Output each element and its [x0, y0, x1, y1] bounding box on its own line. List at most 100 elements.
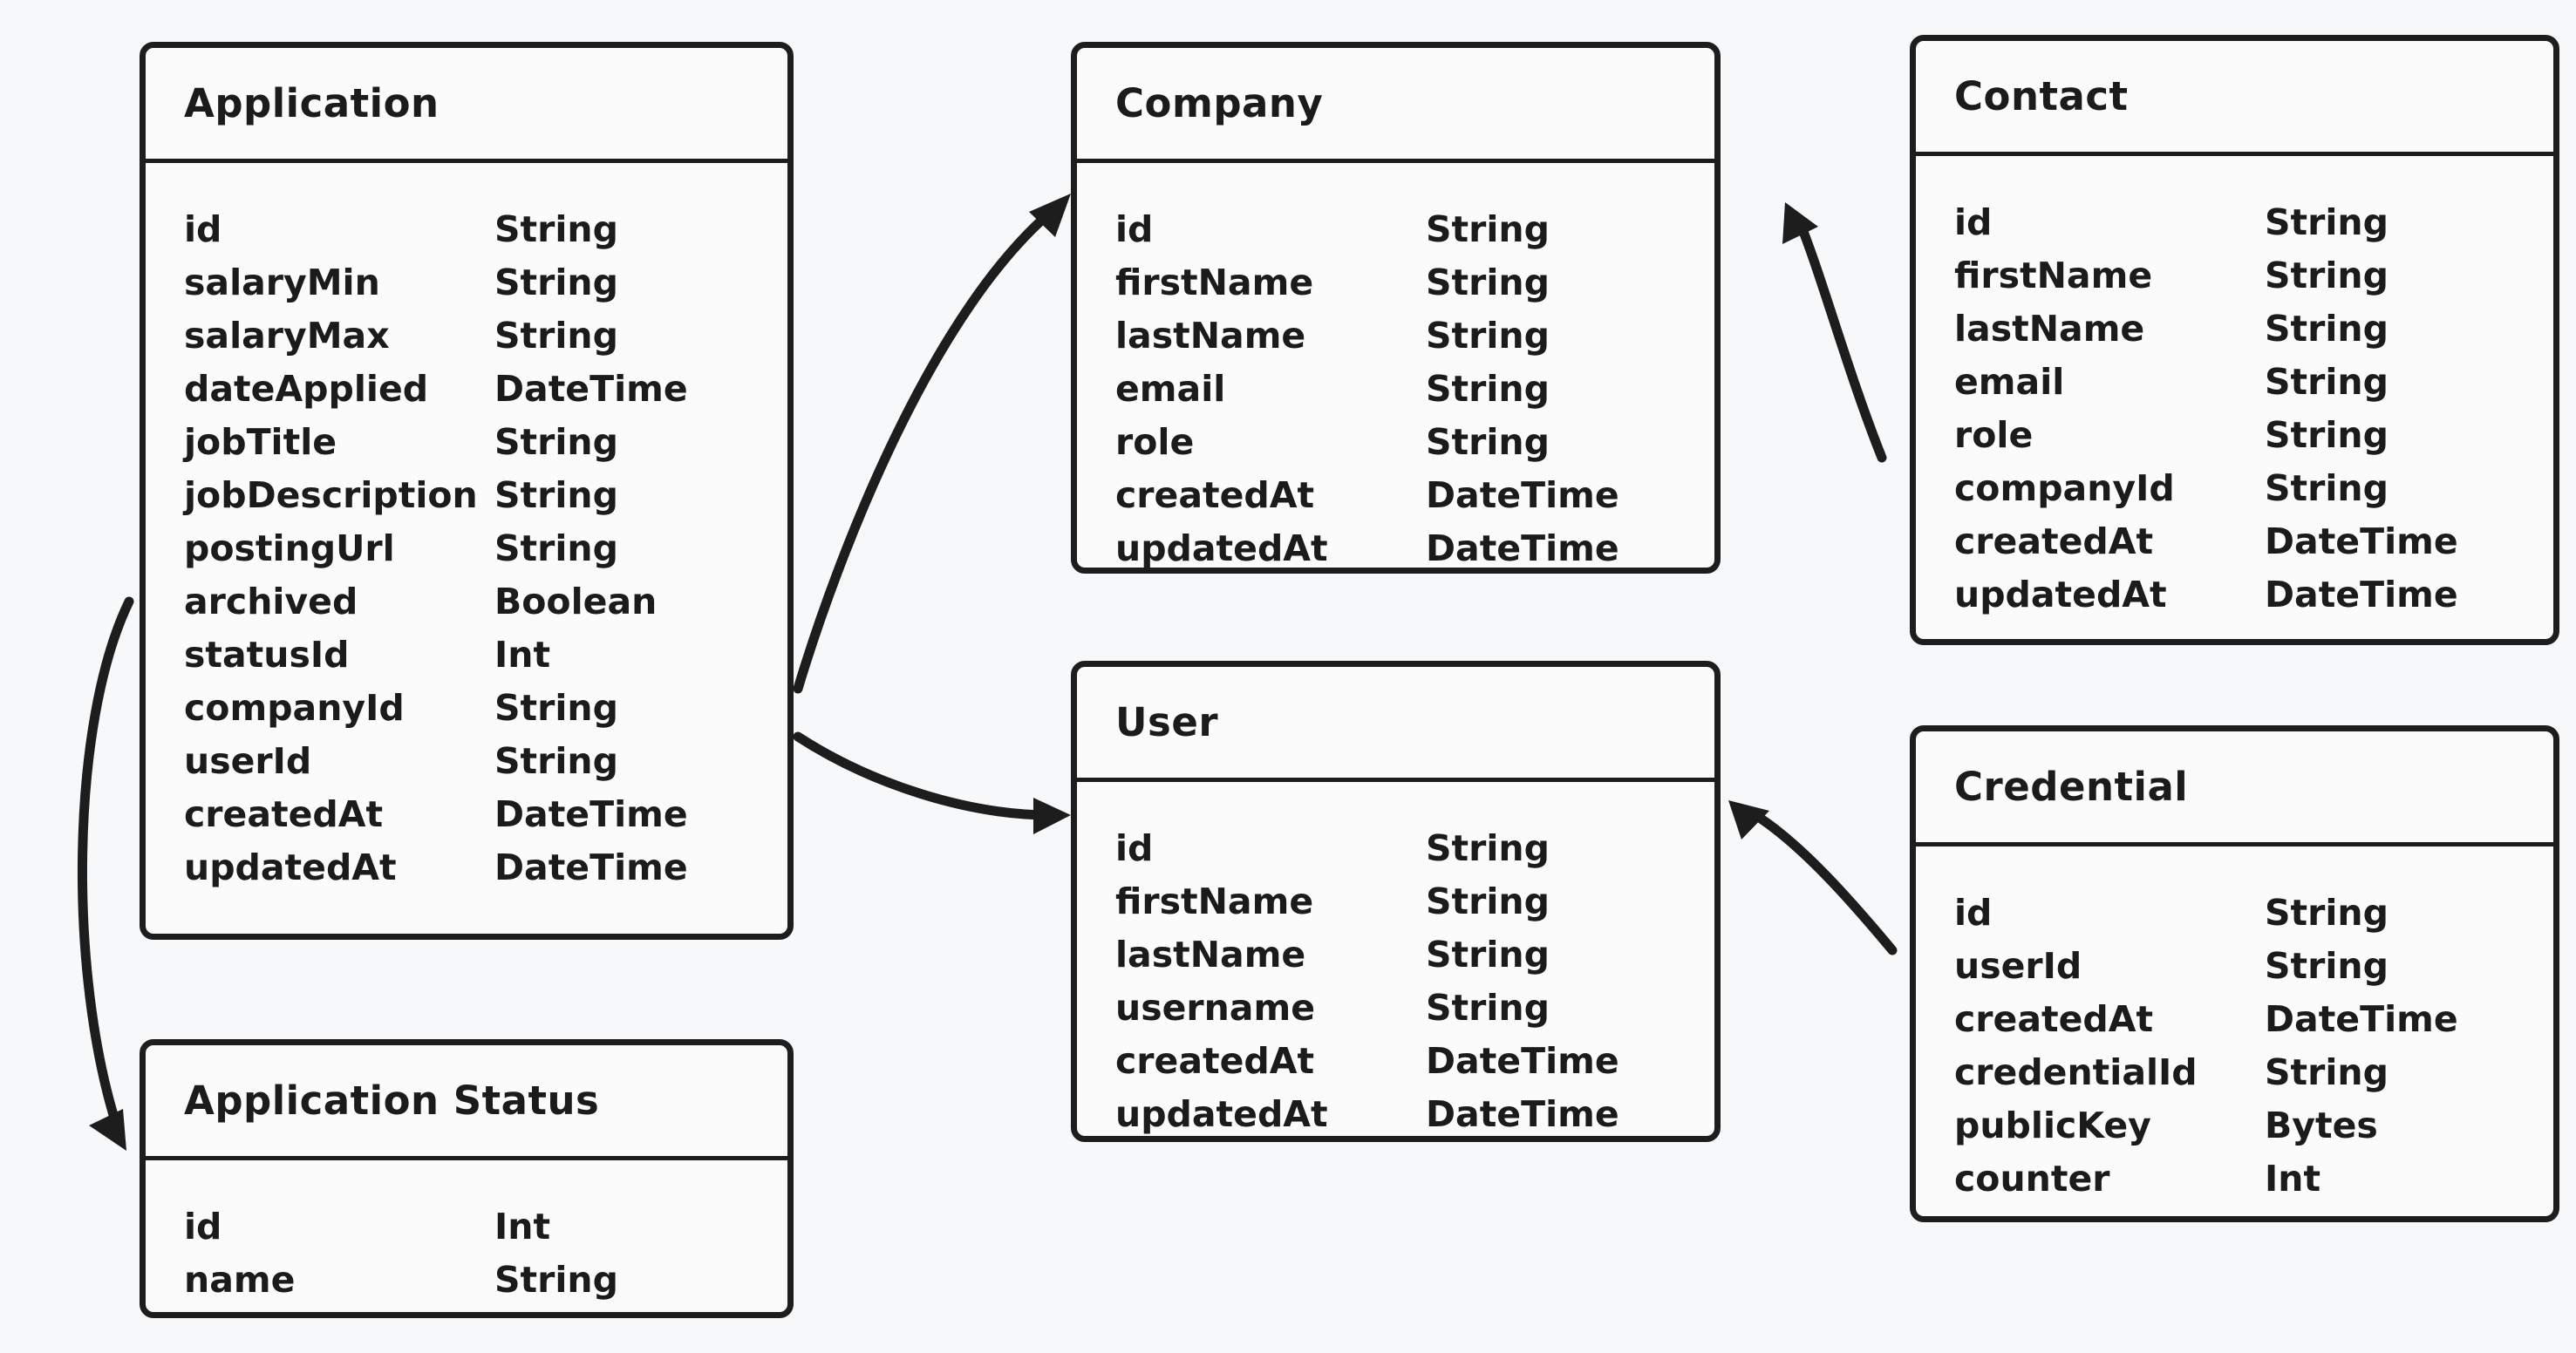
- field-row: createdAt DateTime: [1077, 1040, 1714, 1093]
- entity-credential-fields: id String userId String createdAt DateTi…: [1916, 846, 2553, 1246]
- field-row: name String: [146, 1259, 787, 1312]
- field-row: firstName String: [1916, 255, 2553, 308]
- field-type: String: [1426, 315, 1550, 357]
- field-type: String: [1426, 827, 1550, 869]
- field-type: DateTime: [2265, 520, 2458, 562]
- entity-application[interactable]: Application id String salaryMin String s…: [140, 42, 794, 940]
- field-name: email: [1115, 368, 1226, 410]
- field-name: firstName: [1115, 262, 1314, 303]
- entity-company-header: Company: [1077, 48, 1714, 163]
- field-row: publicKey Bytes: [1916, 1105, 2553, 1158]
- field-name: id: [184, 1206, 222, 1248]
- field-type: String: [2265, 1051, 2389, 1093]
- entity-application-status[interactable]: Application Status id Int name String: [140, 1039, 794, 1318]
- field-row: updatedAt DateTime: [1077, 1093, 1714, 1146]
- field-name: postingUrl: [184, 527, 395, 569]
- field-row: counter Int: [1916, 1158, 2553, 1211]
- field-row: credentialId String: [1916, 1051, 2553, 1105]
- entity-company[interactable]: Company id String firstName String lastN…: [1071, 42, 1721, 574]
- entity-credential[interactable]: Credential id String userId String creat…: [1910, 725, 2559, 1222]
- field-name: publicKey: [1954, 1105, 2151, 1146]
- field-row: email String: [1077, 368, 1714, 421]
- entity-contact[interactable]: Contact id String firstName String lastN…: [1910, 35, 2559, 645]
- field-row: statusId Int: [146, 634, 787, 687]
- field-type: DateTime: [494, 793, 688, 835]
- field-name: updatedAt: [1954, 574, 2167, 615]
- field-row: lastName String: [1077, 315, 1714, 368]
- field-name: role: [1115, 421, 1195, 463]
- field-type: String: [1426, 421, 1550, 463]
- field-row: companyId String: [146, 687, 787, 740]
- entity-application-status-header: Application Status: [146, 1045, 787, 1160]
- field-type: String: [494, 527, 618, 569]
- field-type: String: [494, 421, 618, 463]
- field-row: role String: [1077, 421, 1714, 474]
- field-name: username: [1115, 987, 1316, 1029]
- field-type: String: [494, 740, 618, 782]
- arrow-application-to-user: [793, 731, 1071, 834]
- field-name: createdAt: [1954, 520, 2154, 562]
- field-name: createdAt: [1954, 998, 2154, 1040]
- field-name: dateApplied: [184, 368, 429, 410]
- field-name: credentialId: [1954, 1051, 2198, 1093]
- entity-user-header: User: [1077, 667, 1714, 782]
- field-row: username String: [1077, 987, 1714, 1040]
- field-row: salaryMax String: [146, 315, 787, 368]
- entity-contact-header: Contact: [1916, 41, 2553, 156]
- field-row: id String: [146, 208, 787, 262]
- field-name: id: [1954, 892, 1993, 934]
- field-type: DateTime: [1426, 474, 1619, 516]
- field-name: createdAt: [184, 793, 384, 835]
- field-name: id: [1954, 201, 1993, 243]
- entity-credential-title: Credential: [1954, 764, 2189, 810]
- field-type: String: [1426, 934, 1550, 976]
- field-type: String: [2265, 945, 2389, 987]
- field-type: Bytes: [2265, 1105, 2378, 1146]
- field-type: DateTime: [1426, 527, 1619, 569]
- arrow-application-to-company: [793, 194, 1071, 694]
- field-name: updatedAt: [1115, 527, 1328, 569]
- field-row: updatedAt DateTime: [146, 846, 787, 900]
- field-type: String: [2265, 308, 2389, 350]
- field-type: Boolean: [494, 581, 658, 622]
- field-type: String: [1426, 880, 1550, 922]
- field-type: String: [494, 262, 618, 303]
- field-type: String: [494, 1259, 618, 1301]
- field-name: companyId: [184, 687, 405, 729]
- field-row: jobDescription String: [146, 474, 787, 527]
- field-row: createdAt DateTime: [146, 793, 787, 846]
- field-row: salaryMin String: [146, 262, 787, 315]
- field-name: jobDescription: [184, 474, 478, 516]
- arrow-application-to-application-status: [77, 596, 134, 1151]
- field-name: salaryMin: [184, 262, 380, 303]
- field-type: String: [494, 687, 618, 729]
- entity-user[interactable]: User id String firstName String lastName…: [1071, 661, 1721, 1142]
- field-row: postingUrl String: [146, 527, 787, 581]
- field-type: Int: [494, 634, 551, 676]
- field-name: lastName: [1115, 315, 1306, 357]
- field-row: firstName String: [1077, 262, 1714, 315]
- field-row: createdAt DateTime: [1077, 474, 1714, 527]
- field-name: companyId: [1954, 467, 2175, 509]
- field-row: id String: [1916, 892, 2553, 945]
- field-type: String: [2265, 414, 2389, 456]
- field-row: archived Boolean: [146, 581, 787, 634]
- field-row: dateApplied DateTime: [146, 368, 787, 421]
- arrow-credential-to-user: [1728, 800, 1898, 955]
- field-row: createdAt DateTime: [1916, 998, 2553, 1051]
- field-row: id String: [1077, 208, 1714, 262]
- field-name: firstName: [1115, 880, 1314, 922]
- field-row: role String: [1916, 414, 2553, 467]
- field-type: Int: [494, 1206, 551, 1248]
- field-name: updatedAt: [1115, 1093, 1328, 1135]
- entity-application-status-fields: id Int name String: [146, 1160, 787, 1347]
- field-type: String: [1426, 208, 1550, 250]
- field-name: lastName: [1954, 308, 2145, 350]
- field-name: firstName: [1954, 255, 2153, 296]
- field-name: role: [1954, 414, 2034, 456]
- field-row: firstName String: [1077, 880, 1714, 934]
- field-name: createdAt: [1115, 1040, 1315, 1082]
- field-row: email String: [1916, 361, 2553, 414]
- entity-user-fields: id String firstName String lastName Stri…: [1077, 782, 1714, 1181]
